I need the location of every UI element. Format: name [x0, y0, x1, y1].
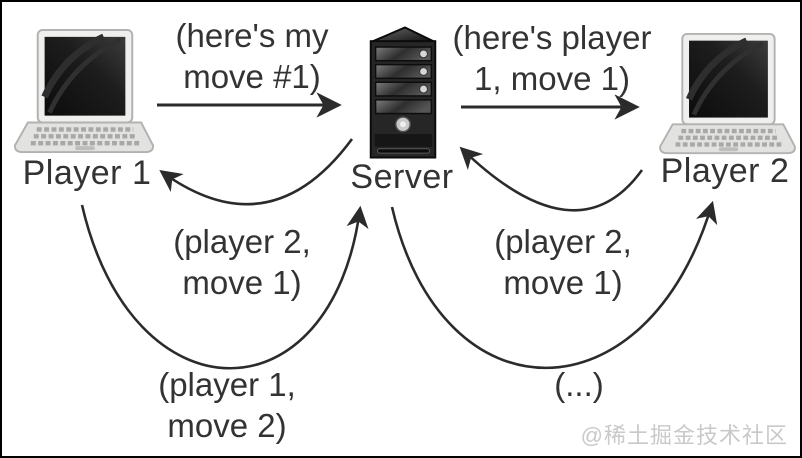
msg-p1-to-server-straight: (here's my move #1)	[142, 15, 362, 97]
msg-line: 1, move 1)	[474, 60, 630, 97]
msg-p1-to-server-arc: (player 1, move 2)	[117, 364, 337, 446]
player2-label: Player 2	[660, 152, 790, 190]
arrow-server-to-p2-arc	[390, 200, 718, 370]
msg-server-to-p1-curve: (player 2, move 1)	[132, 221, 352, 303]
arrow-p1-to-server-arc	[80, 204, 369, 370]
msg-server-to-p2-straight: (here's player 1, move 1)	[442, 17, 662, 99]
msg-line: (player 2,	[173, 223, 311, 260]
msg-line: (player 2,	[494, 223, 632, 260]
server-tower-icon	[369, 26, 437, 159]
msg-line: move 2)	[167, 407, 287, 444]
msg-line: (...)	[554, 366, 604, 403]
msg-line: (here's my	[175, 17, 329, 54]
msg-p2-to-server-curve: (player 2, move 1)	[453, 221, 673, 303]
player1-label: Player 1	[22, 154, 152, 192]
msg-line: (here's player	[452, 19, 652, 56]
msg-line: move #1)	[183, 58, 321, 95]
server-label: Server	[350, 158, 454, 196]
msg-line: move 1)	[503, 264, 623, 301]
arrow-p2-to-server-curve	[459, 146, 644, 212]
player2-laptop-icon	[660, 34, 795, 153]
msg-line: (player 1,	[158, 366, 296, 403]
watermark: @稀土掘金技术社区	[580, 423, 788, 448]
arrow-server-to-p1-curve	[159, 138, 354, 206]
msg-line: move 1)	[182, 264, 302, 301]
msg-server-to-p2-arc: (...)	[469, 364, 689, 405]
player1-laptop-icon	[15, 30, 153, 152]
